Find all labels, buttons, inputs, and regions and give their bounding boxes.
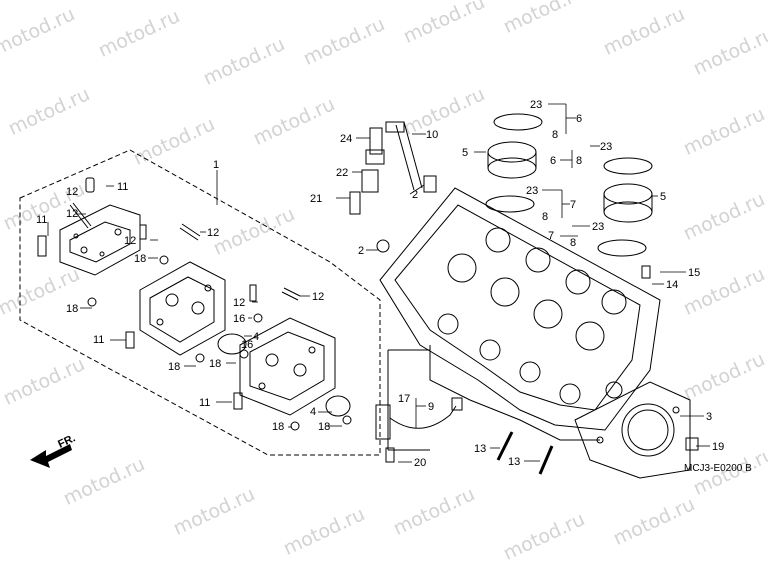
callout-15: 15 (688, 267, 700, 279)
callout-23: 23 (592, 221, 604, 233)
callout-17: 17 (398, 393, 410, 405)
callout-12: 12 (207, 227, 219, 239)
callout-8: 8 (576, 155, 582, 167)
callout-10: 10 (426, 129, 438, 141)
callout-16: 16 (233, 313, 245, 325)
insulator-upper-right (485, 113, 543, 213)
plug-bolt (641, 265, 651, 279)
callout-18: 18 (272, 421, 284, 433)
callout-22: 22 (336, 167, 348, 179)
callout-6: 6 (576, 113, 582, 125)
callout-11: 11 (117, 181, 128, 193)
callout-18: 18 (134, 253, 146, 265)
stud-bolt (496, 431, 514, 461)
callout-16: 16 (241, 339, 253, 351)
diagram-code: MCJ3-E0200 B (684, 463, 752, 474)
callout-8: 8 (570, 237, 576, 249)
bolt-group-left (37, 177, 352, 431)
callout-1: 1 (213, 159, 219, 171)
callout-23: 23 (530, 99, 542, 111)
leader-lines (47, 103, 710, 463)
temperature-sensor (375, 349, 463, 463)
callout-12: 12 (66, 186, 78, 198)
callout-20: 20 (414, 457, 426, 469)
callout-12: 12 (66, 208, 78, 220)
front-direction-arrow: FR. (30, 432, 77, 468)
callout-18: 18 (66, 303, 78, 315)
callout-6: 6 (550, 155, 556, 167)
callout-12: 12 (312, 291, 324, 303)
callout-18: 18 (168, 361, 180, 373)
insulator-lower-right (597, 157, 653, 257)
callout-23: 23 (600, 141, 612, 153)
callout-11: 11 (199, 397, 210, 409)
callouts: 1 11 12 12 11 12 12 18 18 12 12 16 4 11 … (36, 99, 724, 469)
o-ring-lower (325, 395, 351, 417)
callout-5: 5 (462, 147, 468, 159)
callout-18: 18 (318, 421, 330, 433)
callout-11: 11 (93, 334, 104, 346)
cam-holder-front (239, 317, 336, 416)
callout-11: 11 (36, 214, 47, 226)
callout-24: 24 (340, 133, 352, 145)
dowel-pin (685, 437, 699, 451)
callout-7: 7 (570, 199, 576, 211)
callout-19: 19 (712, 441, 724, 453)
callout-12: 12 (124, 235, 136, 247)
callout-4: 4 (253, 331, 259, 343)
spark-plug-assembly (349, 121, 437, 253)
callout-2: 2 (358, 245, 364, 257)
callout-21: 21 (310, 193, 322, 205)
callout-7: 7 (548, 230, 554, 242)
cylinder-head-gasket (574, 381, 691, 479)
callout-14: 14 (666, 279, 678, 291)
cam-holder-rear (59, 204, 141, 276)
o-ring-upper (217, 333, 247, 355)
callout-8: 8 (542, 211, 548, 223)
callout-2: 2 (412, 189, 418, 201)
callout-4: 4 (310, 406, 316, 418)
cam-holder-center (139, 261, 226, 356)
callout-23: 23 (526, 185, 538, 197)
callout-8: 8 (552, 129, 558, 141)
front-marker-label: FR. (56, 432, 77, 450)
stud-bolt (538, 445, 554, 475)
callout-13: 13 (474, 443, 486, 455)
callout-9: 9 (428, 401, 434, 413)
callout-12: 12 (233, 297, 245, 309)
cylinder-head (379, 187, 661, 441)
callout-13: 13 (508, 456, 520, 468)
callout-5: 5 (660, 191, 666, 203)
callout-18: 18 (209, 358, 221, 370)
cylinder-head-cover-frame (19, 149, 381, 456)
callout-3: 3 (706, 411, 712, 423)
